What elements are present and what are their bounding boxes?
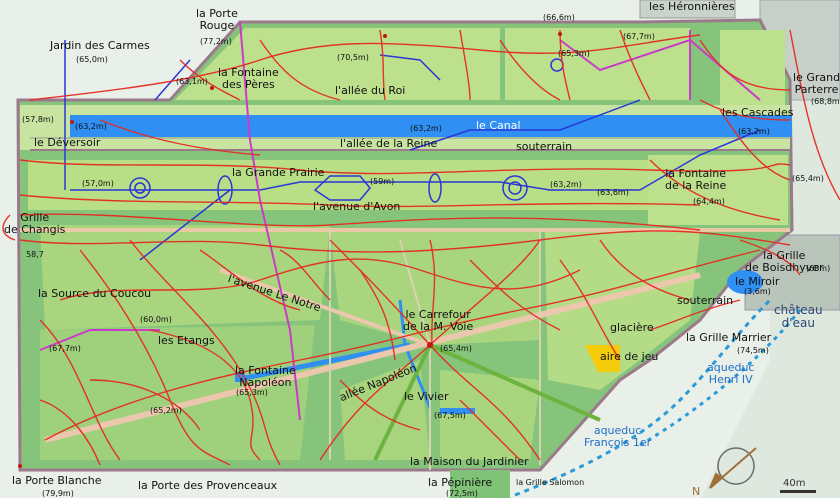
canal-alt-left: (63,2m): [75, 122, 107, 131]
canal-alt-mid: (63,2m): [410, 124, 442, 133]
alt-653b: (65,3m): [236, 388, 268, 397]
alt-652: (65,2m): [150, 406, 182, 415]
maison-jardinier-label: la Maison du Jardinier: [410, 455, 529, 468]
alt-675: (67,5m): [434, 411, 466, 420]
grille-boisdhyver-label: la Grille de Boisdhyver: [745, 249, 824, 274]
alt-59: (59m): [370, 177, 395, 186]
etangs-label: les Etangs: [158, 334, 215, 347]
alt-677a: (67,7m): [623, 32, 655, 41]
dots: [18, 32, 562, 468]
top-lawn-right: [505, 28, 690, 100]
alt-578: (57,8m): [22, 115, 54, 124]
canal-alt-right: (63,2m): [738, 127, 770, 136]
aqueduc-francois-label: aqueduc François 1er: [584, 424, 652, 449]
aqueduc-henri-label: aqueduc Henri IV: [707, 361, 755, 386]
scale-label: 40m: [783, 478, 806, 489]
alt-600: (60,0m): [140, 315, 172, 324]
alt-650: (65,0m): [76, 55, 108, 64]
top-lawn-left: [175, 28, 500, 100]
porte-rouge-label: la Porte Rouge: [196, 7, 238, 32]
deversoir-label: le Déversoir: [34, 136, 101, 149]
alt-799: (79,9m): [42, 489, 74, 498]
grande-prairie-label: la Grande Prairie: [232, 166, 325, 179]
grille-changis-label: Grille de Changis: [4, 211, 66, 236]
alt-677b: (67,7m): [49, 344, 81, 353]
alt-68: (68m): [806, 264, 831, 273]
heronnieres-building: [639, 0, 736, 19]
allee-roi-label: l'allée du Roi: [335, 84, 406, 97]
canal-label: le Canal: [476, 119, 521, 132]
porte-rouge-alt: (77,2m): [200, 37, 232, 46]
fontaine-napoleon-label: la Fontaine Napoléon: [235, 364, 296, 389]
heronnieres-label: les Héronnières: [649, 0, 735, 13]
allee-reine-label: l'allée de la Reine: [340, 137, 438, 150]
compass-n-label: N: [692, 485, 701, 498]
grille-marrier-label: la Grille Marrier: [686, 331, 772, 344]
miroir-pond: [727, 270, 763, 294]
canal-water: [70, 115, 792, 137]
alt-745: (74,5m): [737, 346, 769, 355]
scale-bar: [780, 490, 816, 493]
alt-725: (72,5m): [446, 489, 478, 498]
alt-654: (65,4m): [792, 174, 824, 183]
porte-blanche-label: la Porte Blanche: [12, 474, 102, 487]
grand-parterre-label: le Grand Parterre: [793, 71, 840, 96]
fontaine-peres-label: la Fontaine des Pères: [218, 66, 279, 91]
miroir-label: le Miroir: [735, 275, 780, 288]
avenue-avon-label: l'avenue d'Avon: [313, 200, 401, 213]
alt-653: (65,3m): [558, 49, 590, 58]
grille-salomon-label: la Grille Salomon: [516, 478, 585, 487]
cascades-label: les Cascades: [722, 106, 794, 119]
souterrain-2-label: souterrain: [677, 294, 734, 307]
alt-631a: (63,1m): [176, 77, 208, 86]
pepiniere-label: la Pépinière: [428, 476, 493, 489]
alt-644: (64,4m): [693, 197, 725, 206]
alt-570: (57,0m): [82, 179, 114, 188]
alt-705: (70,5m): [337, 53, 369, 62]
jardin-carmes-label: Jardin des Carmes: [50, 39, 150, 52]
alt-688: (68,8m): [811, 97, 840, 106]
alt-632: (63,2m): [550, 180, 582, 189]
carrefour-label: le Carrefour de la M. Voie: [403, 308, 474, 333]
aqueduc-francois-line: [514, 298, 772, 497]
alt-636: (63,6m): [597, 188, 629, 197]
porte-provencaux-label: la Porte des Provenceaux: [138, 479, 278, 492]
alt-666: (66,6m): [543, 13, 575, 22]
compass-rose: [709, 447, 757, 489]
alt-654b: (65,4m): [440, 344, 472, 353]
aire-jeu-label: aire de jeu: [600, 350, 659, 363]
alt-587: 58,7: [26, 250, 44, 259]
source-coucou-label: la Source du Coucou: [38, 287, 152, 300]
glaciere-label: glacière: [610, 321, 654, 334]
souterrain-1-label: souterrain: [516, 140, 573, 153]
vivier-label: le Vivier: [404, 390, 449, 403]
alt-36: (3,6m): [744, 287, 771, 296]
chateau-eau-label: château d'eau: [774, 303, 823, 330]
fontaine-reine-label: la Fontaine de la Reine: [665, 167, 727, 192]
aire-de-jeu-area: [585, 345, 620, 372]
